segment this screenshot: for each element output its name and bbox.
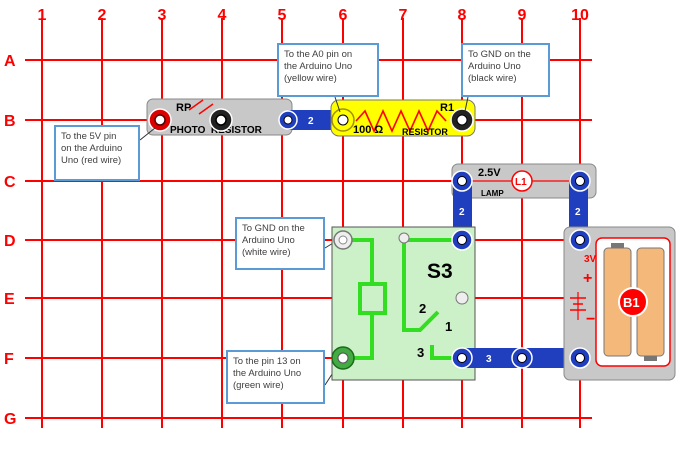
callout-a0-yellow: To the A0 pin on the Arduino Uno (yellow…	[277, 43, 379, 97]
grid-row-label: A	[4, 53, 16, 70]
snap-icon	[154, 114, 166, 126]
switch-id: S3	[427, 260, 453, 283]
lamp-voltage: 2.5V	[478, 167, 501, 179]
switch-pin-1: 1	[445, 319, 452, 334]
snap-hole	[575, 353, 585, 363]
grid-row-label: C	[4, 174, 16, 191]
lamp-label: LAMP	[481, 189, 504, 198]
resistor-value: 100 Ω	[353, 124, 383, 136]
grid-row-label: E	[4, 291, 15, 308]
snap-hole	[575, 235, 585, 245]
snap-wire-number: 2	[459, 207, 465, 218]
resistor: R1 100 Ω RESISTOR	[330, 99, 476, 137]
grid-column-label: 3	[158, 7, 167, 24]
callout-gnd-black: To GND on the Arduino Uno (black wire)	[461, 43, 550, 97]
snap-wire-number: 3	[486, 354, 492, 365]
photoresistor-id: RP	[176, 102, 191, 114]
grid-column-label: 4	[218, 7, 227, 24]
grid-row-label: D	[4, 233, 16, 250]
snap-hole	[575, 176, 585, 186]
grid-column-label: 8	[458, 7, 467, 24]
callout-gnd-white: To GND on the Arduino Uno (white wire)	[235, 217, 325, 270]
snap-wire-number: 2	[308, 116, 314, 127]
battery-voltage: 3V	[584, 254, 597, 265]
snap-hole	[457, 235, 467, 245]
grid-column-label: 2	[98, 7, 107, 24]
snap-icon	[283, 115, 293, 125]
callout-pin13-green: To the pin 13 on the Arduino Uno (green …	[226, 350, 325, 404]
grid-row-label: B	[4, 113, 16, 130]
grid-row-label: G	[4, 411, 16, 428]
callout-text: To the 5V pin on the Arduino Uno (red wi…	[61, 131, 123, 166]
snap-icon	[456, 114, 468, 126]
snap-connectors	[451, 170, 591, 369]
grid-column-label: 1	[38, 7, 47, 24]
resistor-id: R1	[440, 102, 454, 114]
grid-column-label: 9	[518, 7, 527, 24]
grid-column-label: 10	[571, 7, 589, 24]
grid-row-label: F	[4, 351, 14, 368]
snap-icon	[337, 114, 349, 126]
switch-s3: S3 2 1 3	[331, 226, 476, 381]
grid-column-label: 6	[339, 7, 348, 24]
battery-badge-icon	[618, 287, 648, 317]
battery: B1 3V + −	[563, 226, 676, 381]
battery-minus: −	[586, 311, 595, 328]
callout-text: To the pin 13 on the Arduino Uno (green …	[233, 356, 302, 391]
callout-text: To GND on the Arduino Uno (black wire)	[468, 49, 531, 84]
battery-plus: +	[583, 270, 592, 287]
snap-hole	[457, 353, 467, 363]
resistor-zigzag-icon	[355, 109, 447, 133]
resistor-label: RESISTOR	[402, 127, 448, 137]
grid-column-label: 5	[278, 7, 287, 24]
switch-pin-3: 3	[417, 345, 424, 360]
battery-id: B1	[623, 295, 640, 310]
snap-icon	[337, 352, 349, 364]
lamp-bulb-icon	[511, 170, 533, 192]
photoresistor: RP PHOTO RESISTOR	[146, 98, 293, 136]
snap-icon	[215, 114, 227, 126]
snap-icon	[455, 291, 469, 305]
grid-column-label: 7	[399, 7, 408, 24]
snap-hole	[517, 353, 527, 363]
lamp: L1 2.5V LAMP	[451, 163, 597, 199]
lamp-id: L1	[515, 177, 527, 188]
light-arrow-icon	[188, 99, 204, 111]
callout-text: To the A0 pin on the Arduino Uno (yellow…	[284, 49, 353, 84]
snap-icon	[398, 232, 410, 244]
snap-wire-2-top: 2	[278, 110, 343, 130]
callout-text: To GND on the Arduino Uno (white wire)	[242, 223, 305, 258]
snap-hole	[457, 176, 467, 186]
switch-pin-2: 2	[419, 301, 426, 316]
snap-wire-number: 2	[575, 207, 581, 218]
light-arrow-icon	[198, 103, 214, 115]
callout-5v-red: To the 5V pin on the Arduino Uno (red wi…	[54, 125, 140, 181]
